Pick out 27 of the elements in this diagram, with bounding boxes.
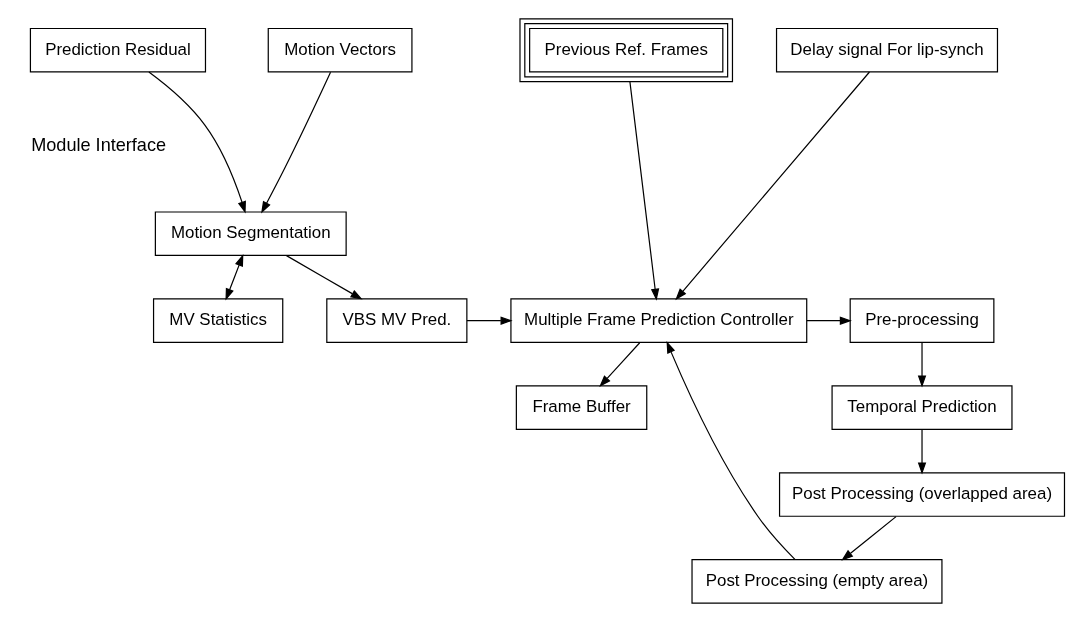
node-box: VBS MV Pred. xyxy=(326,297,468,343)
node-box: Multiple Frame Prediction Controller xyxy=(510,297,808,343)
node-box: Prediction Residual xyxy=(29,27,207,73)
node-box: MV Statistics xyxy=(152,297,284,343)
node-box: Delay signal For lip-synch xyxy=(775,27,999,73)
arrow xyxy=(225,253,244,300)
arrow xyxy=(285,254,363,300)
arrow xyxy=(629,80,660,301)
node-box: Frame Buffer xyxy=(515,384,648,430)
node-box: Temporal Prediction xyxy=(831,384,1013,430)
arrow xyxy=(599,341,641,387)
node-box: Motion Segmentation xyxy=(154,210,347,256)
node-box: Pre-processing xyxy=(849,297,995,343)
node-box: Motion Vectors xyxy=(267,27,413,73)
arrow xyxy=(261,71,332,213)
node-box: Previous Ref. Frames xyxy=(519,17,734,82)
node-box: Post Processing (empty area) xyxy=(691,558,943,604)
arrow xyxy=(841,515,897,561)
arrow xyxy=(148,70,246,213)
arrow xyxy=(666,340,796,560)
arrow xyxy=(675,70,871,300)
arrow xyxy=(917,341,927,388)
arrow xyxy=(466,315,513,325)
label: Module Interface xyxy=(31,134,167,155)
node-box: Post Processing (overlapped area) xyxy=(778,471,1066,517)
arrow xyxy=(806,315,852,325)
arrow xyxy=(917,428,927,474)
